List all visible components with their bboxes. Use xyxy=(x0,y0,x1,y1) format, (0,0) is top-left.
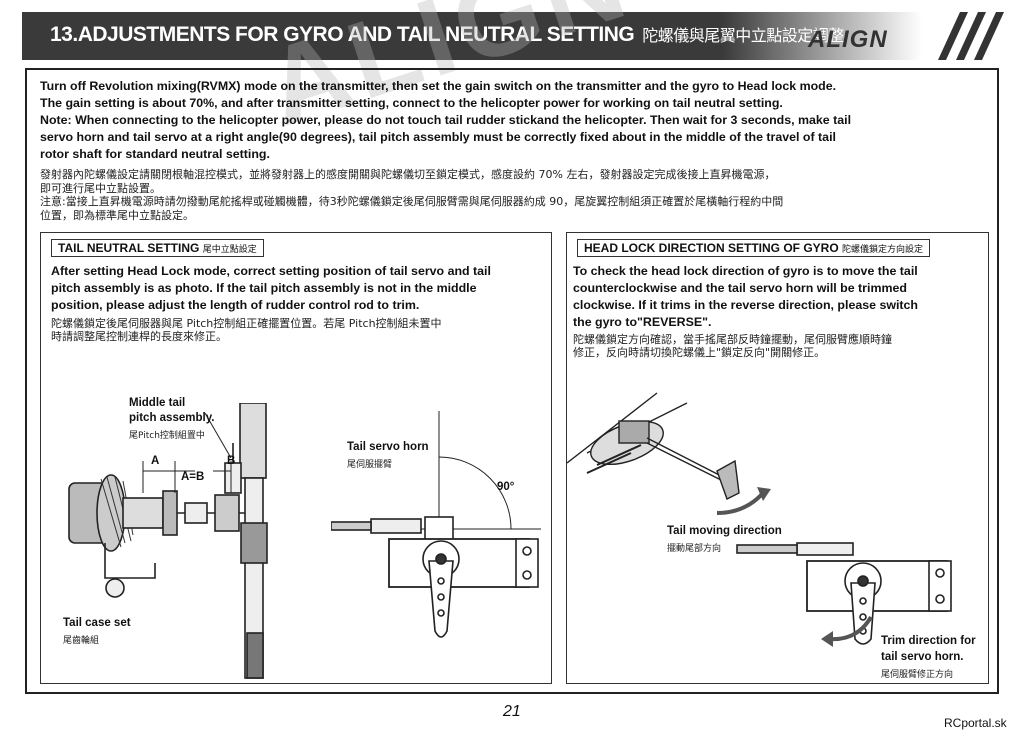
servo-trim-illustration xyxy=(736,542,952,645)
page-title-zh: 陀螺儀與尾翼中立點設定調整 xyxy=(642,26,844,45)
label-a-equals-b: A=B xyxy=(181,471,205,483)
panel-tag-zh: 陀螺儀鎖定方向設定 xyxy=(842,245,924,255)
panel-text: After setting Head Lock mode, correct se… xyxy=(51,263,491,314)
trim-arrow-icon xyxy=(821,615,873,647)
intro-line: rotor shaft for standard neutral setting… xyxy=(40,147,270,161)
panel-line: position, please adjust the length of ru… xyxy=(51,298,420,312)
panel-zh-line: 時請調整尾控制連桿的長度來修正。 xyxy=(51,330,227,343)
panel-tag: HEAD LOCK DIRECTION SETTING OF GYRO 陀螺儀鎖… xyxy=(577,239,931,257)
label-tail-case: Tail case set xyxy=(63,617,131,629)
label-trim-line2: tail servo horn. xyxy=(881,651,964,663)
page-title: 13.ADJUSTMENTS FOR GYRO AND TAIL NEUTRAL… xyxy=(50,22,844,47)
intro-line: Turn off Revolution mixing(RVMX) mode on… xyxy=(40,79,837,93)
panel-text-zh: 陀螺儀鎖定後尾伺服器與尾 Pitch控制組正確擺置位置。若尾 Pitch控制組未… xyxy=(51,317,442,343)
header-bar xyxy=(22,12,722,60)
intro-zh-line: 發射器內陀螺儀設定請關閉根軸混控模式，並將發射器上的感度開關與陀螺儀切至鎖定模式… xyxy=(40,168,776,181)
intro-line: Note: When connecting to the helicopter … xyxy=(40,113,852,127)
page-title-en: 13.ADJUSTMENTS FOR GYRO AND TAIL NEUTRAL… xyxy=(50,23,635,46)
panel-zh-line: 陀螺儀鎖定後尾伺服器與尾 Pitch控制組正確擺置位置。若尾 Pitch控制組未… xyxy=(51,317,442,330)
intro-text: Turn off Revolution mixing(RVMX) mode on… xyxy=(40,78,980,163)
label-90-degrees: 90° xyxy=(497,481,515,493)
intro-zh-line: 位置，即為標準尾中立點設定。 xyxy=(40,208,194,222)
page-header: 13.ADJUSTMENTS FOR GYRO AND TAIL NEUTRAL… xyxy=(22,12,922,60)
panel-tag: TAIL NEUTRAL SETTING 尾中立點設定 xyxy=(51,239,264,257)
panel-line: counterclockwise and the tail servo horn… xyxy=(573,281,907,295)
tail-assembly-illustration xyxy=(68,403,268,679)
panel-text: To check the head lock direction of gyro… xyxy=(573,263,918,331)
intro-text-zh: 發射器內陀螺儀設定請關閉根軸混控模式，並將發射器上的感度開關與陀螺儀切至鎖定模式… xyxy=(40,168,980,222)
label-middle-zh: 尾Pitch控制組置中 xyxy=(129,431,205,441)
panel-zh-line: 修正，反向時請切換陀螺儀上"鎖定反向"開關修正。 xyxy=(573,346,826,359)
panel-line: To check the head lock direction of gyro… xyxy=(573,264,918,278)
label-a: A xyxy=(151,455,160,467)
helicopter-illustration xyxy=(567,392,771,515)
intro-line: servo horn and tail servo at a right ang… xyxy=(40,130,836,144)
panel-text-zh: 陀螺儀鎖定方向確認，當手搖尾部反時鐘擺動，尾伺服臂應順時鐘 修正，反向時請切換陀… xyxy=(573,333,892,359)
label-servo-horn-zh: 尾伺服擺臂 xyxy=(347,460,393,470)
panel-line: the gyro to"REVERSE". xyxy=(573,315,712,329)
content-frame xyxy=(25,68,999,694)
label-middle-line1: Middle tail xyxy=(129,397,186,409)
intro-zh-line: 注意:當接上直昇機電源時請勿撥動尾舵搖桿或碰觸機體，待3秒陀螺儀鎖定後尾伺服臂需… xyxy=(40,195,784,208)
label-servo-horn: Tail servo horn xyxy=(347,441,429,453)
label-trim-zh: 尾伺服臂修正方向 xyxy=(881,670,954,680)
tail-neutral-panel: TAIL NEUTRAL SETTING 尾中立點設定 After settin… xyxy=(40,232,552,684)
page-number: 21 xyxy=(503,703,521,720)
label-b: B xyxy=(227,455,236,467)
label-tail-case-zh: 尾齒輪組 xyxy=(63,636,100,646)
align-logo: ALIGN xyxy=(808,26,888,53)
site-credit: RCportal.sk xyxy=(944,716,1007,730)
panel-line: pitch assembly is as photo. If the tail … xyxy=(51,281,477,295)
intro-line: The gain setting is about 70%, and after… xyxy=(40,96,783,110)
panel-line: After setting Head Lock mode, correct se… xyxy=(51,264,491,278)
panel-tag-en: HEAD LOCK DIRECTION SETTING OF GYRO xyxy=(584,241,839,255)
tail-servo-illustration xyxy=(331,411,541,638)
intro-zh-line: 即可進行尾中立點設置。 xyxy=(40,181,161,195)
label-tail-moving: Tail moving direction xyxy=(667,525,782,537)
panel-tag-zh: 尾中立點設定 xyxy=(202,245,257,255)
label-tail-moving-zh: 擺動尾部方向 xyxy=(667,544,722,554)
panel-tag-en: TAIL NEUTRAL SETTING xyxy=(58,241,200,255)
header-gradient xyxy=(722,12,922,60)
label-middle-line2: pitch assembly. xyxy=(129,412,215,424)
label-trim-line1: Trim direction for xyxy=(881,635,976,647)
logo-stripes-icon xyxy=(938,12,1004,60)
panel-line: clockwise. If it trims in the reverse di… xyxy=(573,298,919,312)
panel-zh-line: 陀螺儀鎖定方向確認，當手搖尾部反時鐘擺動，尾伺服臂應順時鐘 xyxy=(573,333,892,346)
head-lock-direction-panel: HEAD LOCK DIRECTION SETTING OF GYRO 陀螺儀鎖… xyxy=(566,232,989,684)
